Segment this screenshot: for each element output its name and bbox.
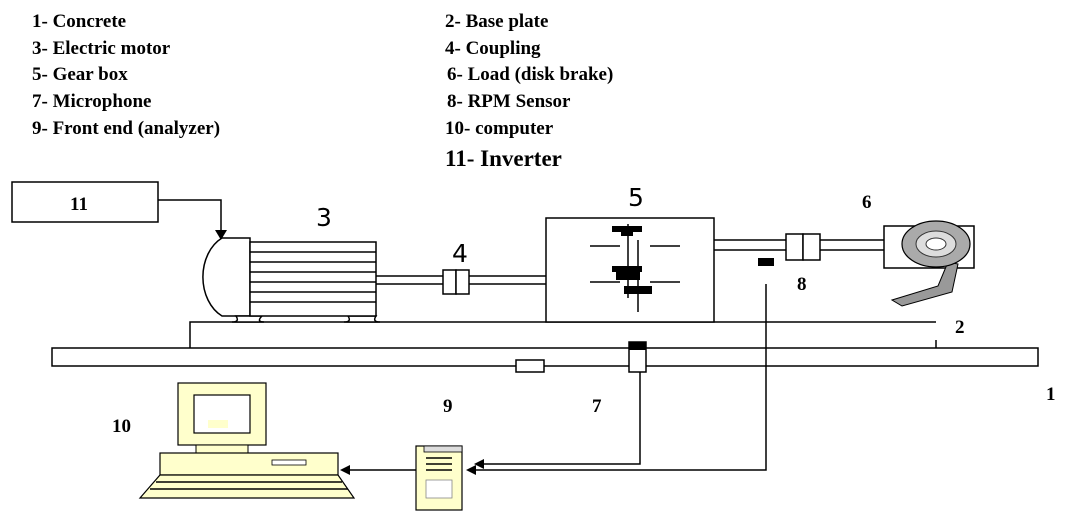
rpm-sensor [758, 258, 774, 266]
motor-foot-right [343, 315, 381, 323]
computer-label: 10 [112, 416, 131, 437]
disk-brake-label: 6 [862, 192, 872, 213]
legend-item-6: 6- Load (disk brake) [447, 64, 613, 85]
microphone-label: 7 [592, 396, 602, 417]
gear-box-label: 5 [628, 183, 644, 212]
analyzer [415, 445, 463, 511]
coupling-label: 4 [452, 239, 468, 268]
brake-coupling [785, 233, 821, 261]
electric-motor [202, 237, 381, 323]
analyzer-label: 9 [443, 396, 453, 417]
electric-motor-label: 3 [316, 203, 332, 232]
computer-cable-arrowhead [340, 465, 350, 475]
microphone-cap [629, 342, 646, 350]
concrete-slab [51, 347, 1039, 367]
legend: 1- Concrete 3- Electric motor 5- Gear bo… [32, 11, 613, 171]
rpm-sensor-cable [476, 284, 767, 471]
legend-item-11: 11- Inverter [445, 146, 562, 171]
computer [138, 382, 356, 499]
legend-item-2: 2- Base plate [445, 11, 548, 32]
computer-keyboard [138, 474, 356, 499]
motor-endcap [202, 237, 251, 317]
legend-item-1: 1- Concrete [32, 11, 126, 32]
rpm-sensor-label: 8 [797, 274, 807, 295]
concrete-label: 1 [1046, 384, 1056, 405]
microphone-cable [484, 372, 641, 465]
inverter-label: 11 [70, 194, 88, 215]
motor-fins [250, 251, 376, 303]
legend-item-3: 3- Electric motor [32, 38, 171, 59]
mic-cable-arrowhead [474, 459, 484, 469]
inverter-cable [158, 199, 222, 232]
motor-foot-left [231, 315, 265, 323]
motor-body [249, 241, 377, 317]
disk-brake [883, 220, 975, 307]
brake-disk-hub [925, 237, 947, 251]
brake-lever [890, 261, 959, 307]
base-plate-label: 2 [955, 317, 965, 338]
gear-box-internals [590, 224, 680, 312]
analyzer-tower [415, 445, 463, 511]
slab-gap [515, 359, 545, 373]
computer-base [159, 452, 339, 476]
inverter-box [11, 181, 159, 223]
legend-item-5: 5- Gear box [32, 64, 128, 85]
coupling [442, 269, 470, 295]
legend-item-7: 7- Microphone [32, 91, 151, 112]
legend-item-9: 9- Front end (analyzer) [32, 118, 220, 139]
base-plate [189, 321, 936, 348]
inverter-arrowhead [215, 230, 227, 240]
legend-item-10: 10- computer [445, 118, 554, 139]
legend-item-4: 4- Coupling [445, 38, 541, 59]
legend-item-8: 8- RPM Sensor [447, 91, 571, 112]
rpm-cable-arrowhead [466, 465, 476, 475]
